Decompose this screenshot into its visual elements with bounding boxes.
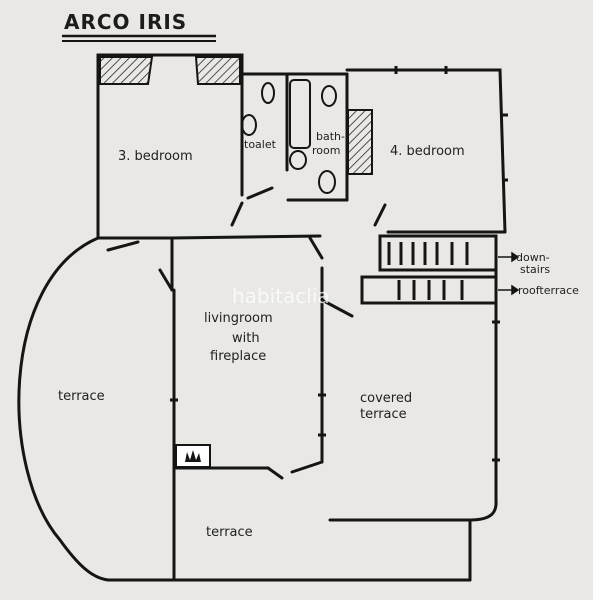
label-roofterrace: roofterrace: [518, 284, 579, 297]
bathroom-fixtures: [241, 79, 337, 194]
label-livingroom-2: with: [232, 331, 260, 346]
watermark: habitaclia: [232, 284, 330, 308]
wall-ticks: [96, 66, 508, 462]
label-downstairs-1: down-: [516, 251, 550, 264]
label-livingroom-3: fireplace: [210, 349, 266, 364]
plan-title: ARCO IRIS: [64, 10, 187, 34]
label-covered-2: terrace: [360, 407, 407, 422]
hatched-elements: [99, 56, 373, 175]
label-bathroom-1: bath-: [316, 130, 345, 143]
annotation-arrows: [498, 251, 520, 296]
label-covered-1: covered: [360, 391, 412, 406]
label-bedroom-4: 4. bedroom: [390, 144, 465, 159]
label-bathroom-2: room: [312, 144, 340, 157]
fireplace-icon: [175, 444, 211, 468]
label-downstairs-2: stairs: [520, 263, 550, 276]
label-bedroom-3: 3. bedroom: [118, 149, 193, 164]
label-toalet: toalet: [244, 138, 277, 151]
label-terrace-bottom: terrace: [206, 525, 253, 540]
walls: [17, 53, 507, 582]
stair-treads: [387, 242, 469, 300]
label-terrace-left: terrace: [58, 389, 105, 404]
label-livingroom-1: livingroom: [204, 311, 273, 326]
